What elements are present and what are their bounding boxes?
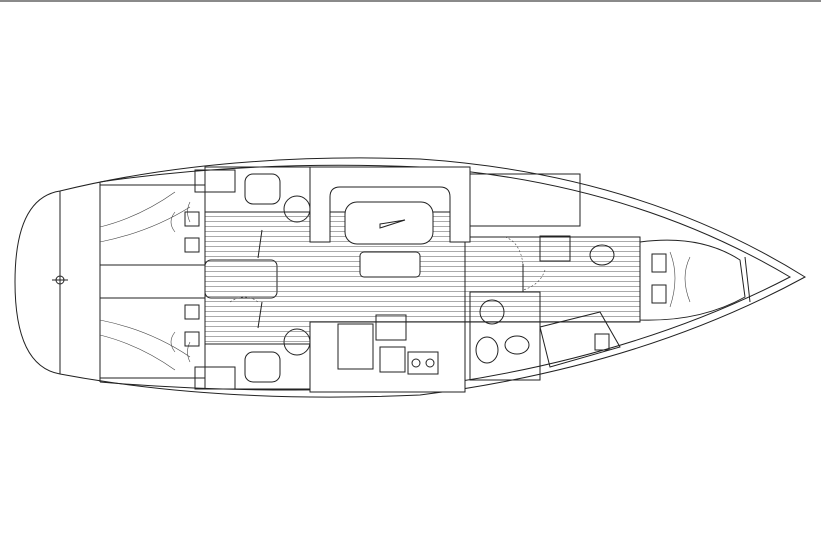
compass-mark-stern (52, 272, 68, 288)
hull-outline (14, 157, 806, 398)
galley (309, 314, 466, 393)
dinette (309, 166, 471, 278)
aft-cabin-port (99, 184, 206, 266)
fore-floor (464, 236, 641, 323)
aft-cabin-starboard (99, 297, 206, 379)
forward-section (469, 173, 751, 381)
doors (229, 229, 546, 329)
aft-corridor (99, 264, 206, 299)
